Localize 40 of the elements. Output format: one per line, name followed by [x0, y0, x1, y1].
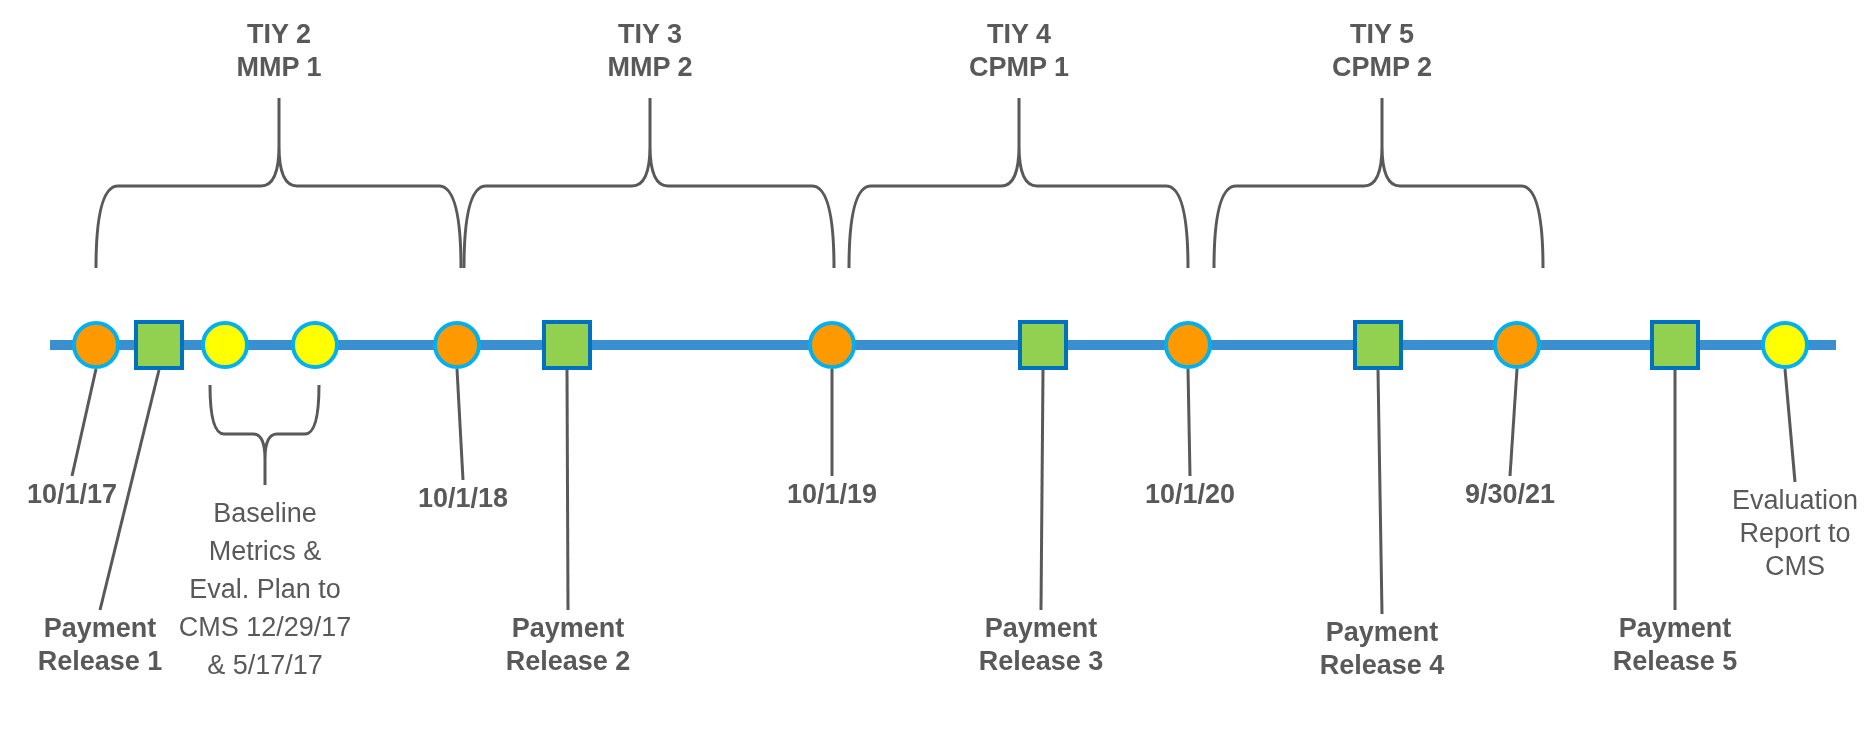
milestone-circle — [1164, 321, 1212, 369]
milestone-label: Payment Release 2 — [488, 612, 648, 678]
payment-square — [1018, 320, 1068, 370]
leader-line — [1186, 368, 1192, 477]
leader-line — [1039, 370, 1045, 610]
leader-line — [455, 368, 465, 481]
payment-square — [542, 320, 592, 370]
period-label: TIY 5 CPMP 2 — [1330, 18, 1433, 84]
milestone-label: 10/1/17 — [12, 478, 132, 511]
milestone-circle — [808, 321, 856, 369]
milestone-label: Payment Release 5 — [1595, 612, 1755, 678]
period-label: TIY 3 MMP 2 — [606, 18, 694, 84]
payment-square — [134, 320, 184, 370]
leader-line — [1508, 368, 1519, 477]
leader-line — [830, 369, 834, 476]
payment-square — [1353, 320, 1403, 370]
milestone-label: Payment Release 3 — [961, 612, 1121, 678]
leader-line — [1783, 368, 1797, 483]
milestone-circle — [201, 321, 249, 369]
milestone-label: 10/1/18 — [403, 482, 523, 515]
period-label: TIY 4 CPMP 1 — [967, 18, 1070, 84]
payment-square — [1650, 320, 1700, 370]
leader-line — [565, 370, 570, 610]
leader-line — [70, 368, 98, 477]
milestone-label: 10/1/19 — [772, 478, 892, 511]
milestone-label: Payment Release 1 — [20, 612, 180, 678]
milestone-circle — [1493, 321, 1541, 369]
milestone-label: 10/1/20 — [1130, 478, 1250, 511]
period-label: TIY 2 MMP 1 — [235, 18, 323, 84]
leader-line — [1673, 370, 1677, 610]
leader-line — [1376, 369, 1384, 615]
milestone-label: Payment Release 4 — [1302, 616, 1462, 682]
milestone-note: Baseline Metrics & Eval. Plan to CMS 12/29/17 & 5/17/17 — [177, 497, 353, 682]
leader-line — [98, 369, 161, 611]
milestone-label: 9/30/21 — [1450, 478, 1570, 511]
milestone-circle — [1761, 321, 1809, 369]
milestone-note: Evaluation Report to CMS — [1725, 484, 1865, 583]
milestone-circle — [72, 321, 120, 369]
milestone-circle — [291, 321, 339, 369]
milestone-circle — [433, 321, 481, 369]
